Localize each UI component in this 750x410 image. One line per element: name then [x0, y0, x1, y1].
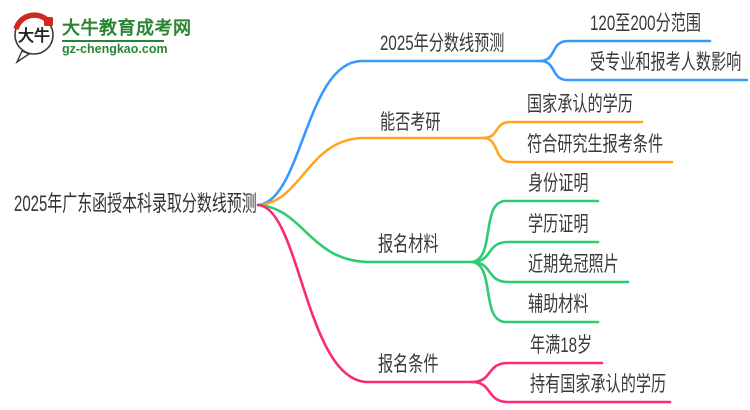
branch-3-line	[256, 203, 474, 264]
branch-3-child-3-line	[470, 260, 630, 284]
branch-3-child-1-line	[470, 199, 600, 264]
branch-1-child-2-line	[538, 59, 749, 82]
logo-red-seal	[44, 17, 53, 26]
branch-4-child-2-line	[470, 380, 672, 404]
branch-1-child-2-label: 受专业和报考人数影响	[590, 51, 742, 74]
branch-2-child-2-line	[481, 136, 674, 164]
logo-text-block: 大牛教育成考网 gz-chengkao.com	[62, 18, 192, 56]
branch-4-line	[256, 203, 474, 384]
logo-red-arc	[13, 12, 49, 30]
branch-3-child-1-label: 身份证明	[528, 172, 589, 195]
branch-3-child-4-line	[470, 260, 600, 324]
branch-3-child-2-line	[470, 240, 600, 264]
site-url: gz-chengkao.com	[62, 42, 168, 56]
root-node: 2025年广东函授本科录取分数线预测	[14, 191, 257, 216]
logo-divider	[62, 40, 164, 42]
branch-3-child-4-label: 辅助材料	[528, 293, 589, 316]
branch-1-line	[256, 59, 542, 207]
logo-icon-text: 大牛	[18, 26, 50, 45]
branch-2-line	[256, 136, 485, 207]
branch-1-child-1-label: 120至200分范围	[590, 12, 701, 35]
branch-3-child-3-label: 近期免冠照片	[528, 253, 619, 276]
site-logo-icon: 大牛	[13, 12, 54, 64]
branch-4-child-1-label: 年满18岁	[530, 334, 593, 357]
site-name: 大牛教育成考网	[62, 18, 192, 38]
branch-3-label: 报名材料	[378, 233, 439, 256]
site-logo: 大牛 大牛教育成考网 gz-chengkao.com	[10, 10, 192, 64]
branch-2-child-1-label: 国家承认的学历	[527, 93, 633, 116]
branch-4-child-2-label: 持有国家承认的学历	[530, 373, 667, 396]
branch-2-child-2-label: 符合研究生报考条件	[527, 133, 664, 156]
branch-3-child-2-label: 学历证明	[528, 213, 589, 236]
branch-4-label: 报名条件	[378, 353, 439, 376]
branch-2-label: 能否考研	[380, 111, 441, 134]
branch-1-label: 2025年分数线预测	[380, 32, 505, 55]
